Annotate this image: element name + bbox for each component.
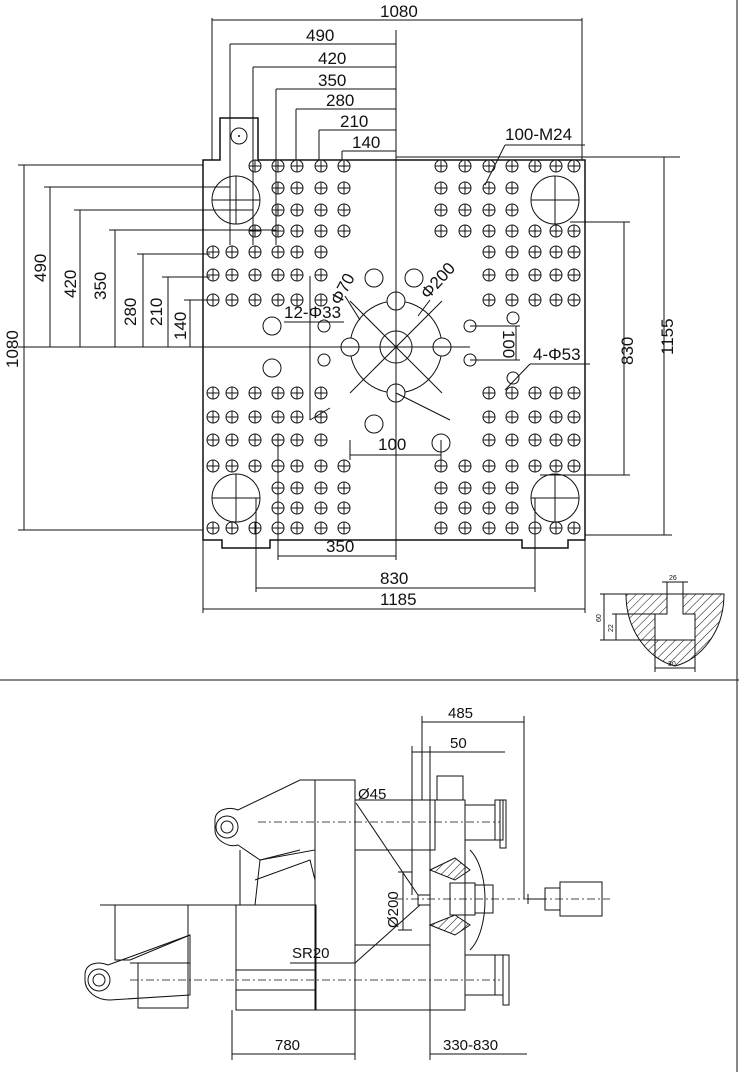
dim-phi200-side: Ø200 — [385, 891, 402, 928]
locating-ring — [262, 268, 520, 453]
bottom-dimensions — [202, 440, 586, 613]
label-12-phi33: 12-Φ33 — [284, 303, 341, 322]
label-100-m24: 100-M24 — [505, 125, 572, 144]
side-view-machine — [84, 775, 603, 1011]
dim-100-center: 100 — [378, 435, 406, 454]
dim-490-left: 490 — [31, 254, 50, 282]
dim-350-bottom: 350 — [326, 537, 354, 556]
dim-210-top: 210 — [340, 112, 368, 131]
dim-1080-left: 1080 — [3, 330, 22, 368]
dim-1155-right: 1155 — [658, 318, 677, 355]
dim-490-top: 490 — [306, 26, 334, 45]
side-dimensions — [231, 716, 527, 1060]
dim-140-top: 140 — [352, 133, 380, 152]
dim-420-top: 420 — [318, 49, 346, 68]
dim-1185-bottom: 1185 — [380, 590, 417, 609]
left-dimensions — [18, 164, 276, 531]
dim-50: 50 — [450, 735, 467, 752]
platen-outline — [202, 117, 586, 549]
dim-485: 485 — [448, 705, 473, 722]
label-sr20: SR20 — [292, 945, 330, 962]
dim-100-side: 100 — [499, 330, 518, 358]
t-slot-detail — [600, 581, 725, 672]
dim-1080-top: 1080 — [380, 2, 418, 21]
dim-280-left: 280 — [121, 298, 140, 326]
dim-140-left: 140 — [171, 312, 190, 340]
detail-22: 22 — [608, 624, 615, 632]
detail-30: 30 — [668, 661, 676, 668]
label-phi70: Φ70 — [327, 270, 359, 308]
label-phi200: Φ200 — [417, 259, 459, 303]
label-4-phi53: 4-Φ53 — [533, 345, 581, 364]
dim-830-bottom: 830 — [380, 569, 408, 588]
dim-210-left: 210 — [147, 298, 166, 326]
dim-780: 780 — [275, 1037, 300, 1054]
dim-phi45: Ø45 — [358, 786, 386, 803]
detail-26: 26 — [669, 575, 677, 582]
top-dimensions — [211, 18, 680, 245]
dim-420-left: 420 — [61, 270, 80, 298]
dim-330-830: 330-830 — [443, 1037, 498, 1054]
tie-bar-holes — [211, 175, 580, 523]
m24-hole-grid — [206, 159, 581, 535]
detail-60: 60 — [596, 614, 603, 622]
dim-350-left: 350 — [91, 272, 110, 300]
dim-280-top: 280 — [326, 91, 354, 110]
right-dimensions — [470, 157, 672, 536]
dim-830-right: 830 — [618, 337, 637, 365]
dim-350-top: 350 — [318, 71, 346, 90]
